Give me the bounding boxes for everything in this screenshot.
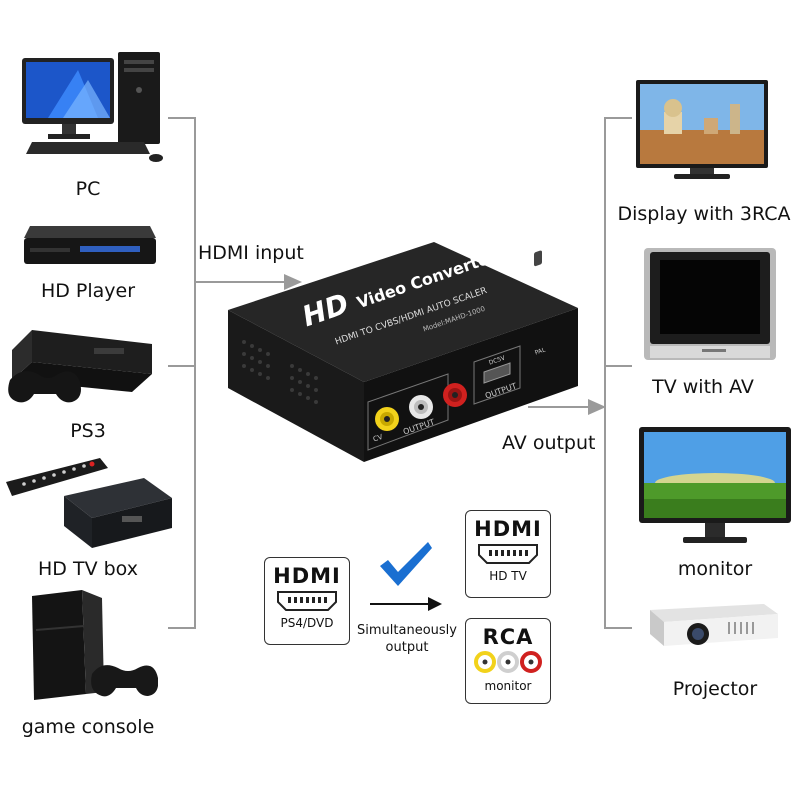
rca-yellow-jack — [375, 407, 399, 431]
right-device-label-projector: Projector — [672, 678, 758, 700]
game-console-icon — [32, 590, 158, 700]
legend-source-sub: PS4/DVD — [280, 616, 334, 630]
left-device-label-hd-tv-box: HD TV box — [38, 558, 138, 580]
legend-rca-out-box: RCA monitor — [465, 618, 551, 704]
legend-rca-out-sub: monitor — [484, 679, 532, 693]
left-bracket-tick-game — [168, 627, 196, 629]
converter-body — [228, 242, 578, 462]
hdmi-port-icon — [277, 591, 337, 611]
right-bracket-tick-monitor — [604, 365, 632, 367]
output-arrow-line — [528, 406, 594, 408]
right-device-label-monitor: monitor — [677, 558, 753, 580]
right-device-label-tv: TV with AV — [652, 376, 754, 398]
monitor-icon — [639, 427, 791, 543]
legend-rca-out-title: RCA — [482, 625, 534, 649]
hdmi-port-icon — [478, 544, 538, 564]
legend-source-box: HDMI PS4/DVD — [264, 557, 350, 645]
right-bracket-vertical — [604, 117, 606, 628]
blu-ray-player-icon — [24, 226, 156, 264]
left-device-label-pc: PC — [75, 178, 101, 200]
legend-caption-line2: output — [385, 640, 429, 655]
input-arrow-head — [284, 274, 302, 290]
legend-arrow-line — [370, 603, 432, 605]
rca-jacks-icon — [474, 651, 542, 673]
right-bracket-tick-projector — [604, 627, 632, 629]
projector-icon — [650, 604, 778, 646]
legend-hdmi-out-title: HDMI — [474, 517, 542, 541]
hdmi-input-label: HDMI input — [198, 242, 304, 264]
legend-hdmi-out-box: HDMI HD TV — [465, 510, 551, 598]
legend-hdmi-out-sub: HD TV — [489, 569, 527, 583]
left-device-label-game-console: game console — [21, 716, 155, 738]
input-arrow-line — [196, 281, 288, 283]
legend-source-title: HDMI — [273, 564, 341, 588]
pc-icon — [22, 52, 163, 162]
av-output-label: AV output — [502, 432, 596, 454]
crt-tv-icon — [644, 248, 776, 360]
legend-caption-line1: Simultaneously — [357, 623, 457, 638]
rca-white-jack — [409, 395, 433, 419]
tv-box-icon — [6, 458, 172, 548]
left-device-label-ps3: PS3 — [70, 420, 106, 442]
flat-display-icon — [636, 80, 768, 179]
right-device-label-display: Display with 3RCA — [617, 203, 791, 225]
rca-red-jack — [443, 383, 467, 407]
checkmark-icon — [380, 542, 432, 586]
ps3-console-icon — [8, 330, 152, 403]
left-bracket-tick-pc — [168, 117, 196, 119]
output-arrow-head — [588, 399, 606, 415]
legend-arrow-head — [428, 597, 442, 611]
video-converter-device: HD Video Converter HDMI TO CVBS/HDMI AUT… — [222, 236, 582, 468]
right-bracket-tick-display — [604, 117, 632, 119]
left-bracket-vertical — [194, 117, 196, 628]
left-device-label-hd-player: HD Player — [40, 280, 136, 302]
left-bracket-tick-ps3 — [168, 365, 196, 367]
